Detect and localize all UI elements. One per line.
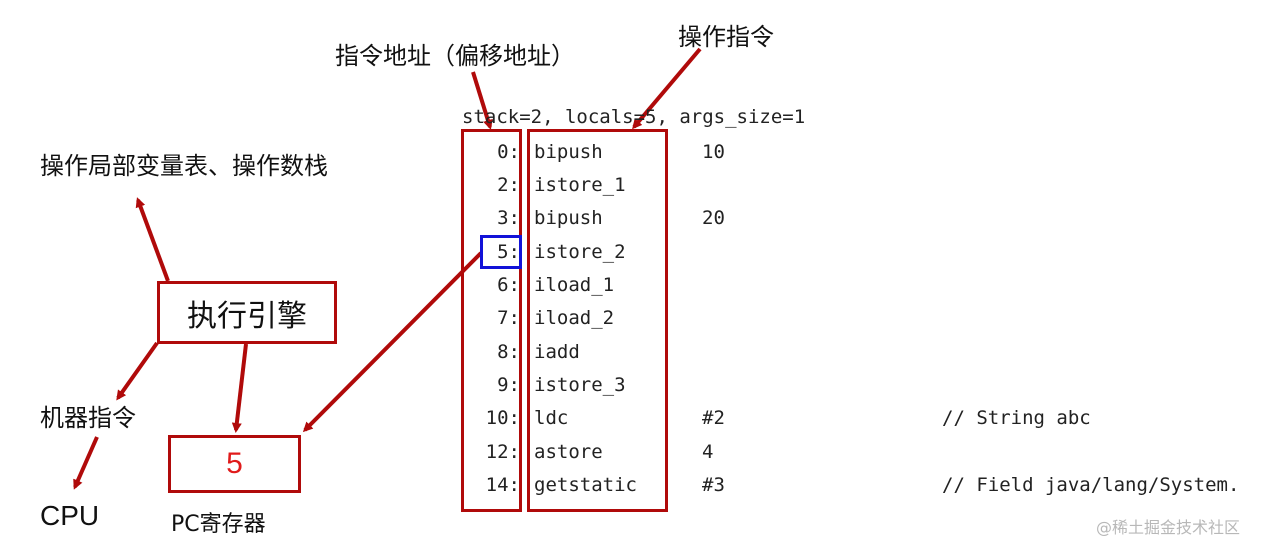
current-offset-highlight [480, 235, 522, 269]
operate-tables-label: 操作局部变量表、操作数栈 [40, 152, 328, 180]
execution-engine-label: 执行引擎 [187, 298, 307, 334]
opcode: istore_3 [534, 374, 626, 396]
offset: 2: [497, 174, 520, 196]
opcode: iload_2 [534, 307, 615, 329]
opcode: iload_1 [534, 274, 615, 296]
opcode: iadd [534, 341, 580, 363]
comment: // Field java/lang/System. [942, 474, 1240, 496]
arrow-engine-to-machine [116, 341, 159, 401]
opcode: astore [534, 441, 603, 463]
offset-column-frame [461, 129, 522, 512]
pc-register-label: PC寄存器 [171, 512, 266, 537]
opcode: bipush [534, 141, 603, 163]
opcode: istore_2 [534, 241, 626, 263]
arrow-offset-to-pc [302, 251, 483, 433]
arrow-address [471, 71, 493, 130]
bytecode-header: stack=2, locals=5, args_size=1 [462, 106, 806, 128]
offset: 8: [497, 341, 520, 363]
operand: 20 [702, 207, 725, 229]
opcode: ldc [534, 407, 569, 429]
operand: 10 [702, 141, 725, 163]
arrow-machine-to-cpu [73, 436, 99, 490]
offset: 14: [485, 474, 520, 496]
bytecode-listing: 0: bipush 10 2: istore_1 3: bipush 20 5:… [0, 136, 1263, 506]
offset: 6: [497, 274, 520, 296]
offset: 0: [497, 141, 520, 163]
offset: 12: [485, 441, 520, 463]
operand: #3 [702, 474, 725, 496]
offset: 9: [497, 374, 520, 396]
offset: 5: [497, 241, 520, 263]
pc-register-box: 5 [168, 435, 301, 493]
arrow-engine-to-tables [135, 197, 170, 282]
comment: // String abc [942, 407, 1091, 429]
opcode: bipush [534, 207, 603, 229]
offset: 3: [497, 207, 520, 229]
offset: 10: [485, 407, 520, 429]
cpu-label: CPU [40, 500, 100, 531]
arrow-operation [632, 47, 702, 130]
opcode-column-frame [527, 129, 668, 512]
operand: 4 [702, 441, 714, 463]
execution-engine-box: 执行引擎 [157, 281, 337, 344]
opcode: istore_1 [534, 174, 626, 196]
opcode: getstatic [534, 474, 637, 496]
operation-instruction-label: 操作指令 [678, 23, 774, 51]
instruction-address-label: 指令地址（偏移地址） [335, 42, 575, 70]
offset: 7: [497, 307, 520, 329]
watermark: @稀土掘金技术社区 [1096, 518, 1241, 537]
machine-instruction-label: 机器指令 [40, 404, 136, 432]
arrow-engine-to-pc [231, 343, 248, 433]
operand: #2 [702, 407, 725, 429]
pc-register-value: 5 [226, 447, 243, 480]
